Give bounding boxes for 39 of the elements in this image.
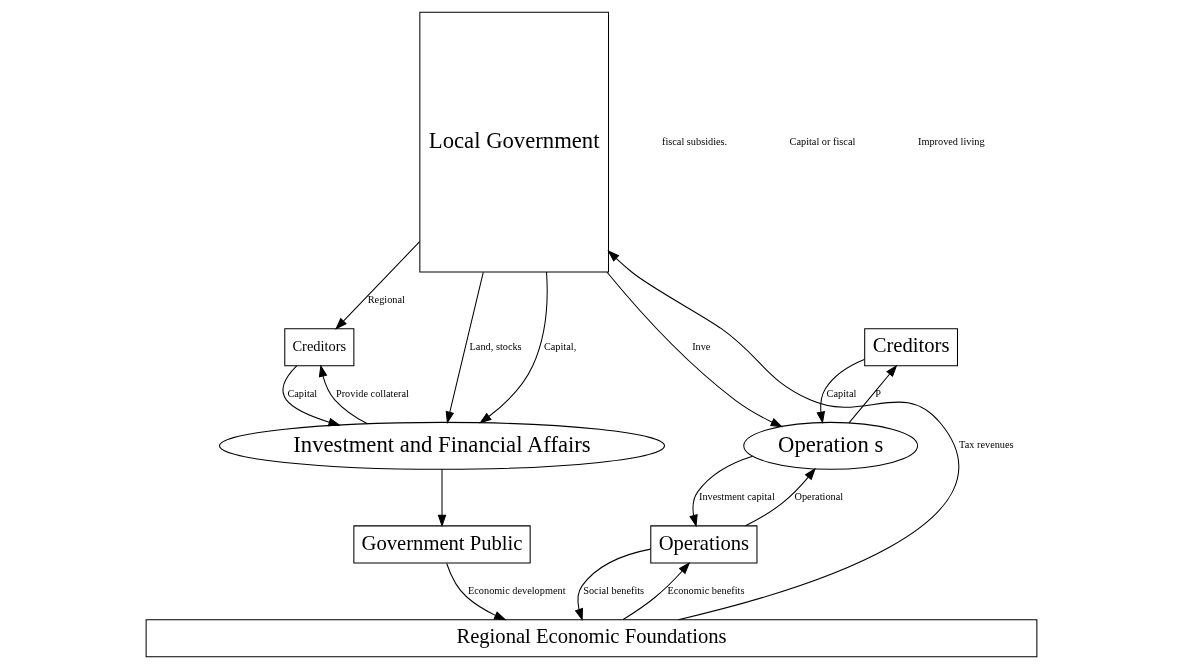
node-box: Government Public [353, 525, 531, 564]
arrow [848, 364, 898, 424]
node-box: Regional Economic Foundations [145, 619, 1038, 658]
node-box: Operations [650, 525, 758, 564]
edge-label: Land, stocks [469, 340, 522, 352]
edge-label: P [875, 387, 881, 399]
node-ellipse: Operation s [743, 421, 919, 470]
node-ellipse: Investment and Financial Affairs [218, 421, 666, 470]
edge-label: Capital [826, 387, 857, 399]
edge-label: Provide collateral [335, 387, 409, 399]
arrow [745, 467, 816, 527]
edge-label: Capital [287, 387, 318, 399]
arrow [335, 241, 421, 330]
edge-label: Inve [692, 340, 711, 352]
node-box: Creditors [864, 328, 958, 367]
arrow [622, 562, 691, 620]
arrow [479, 271, 548, 424]
edge-label: Operational [794, 491, 844, 503]
arrow [574, 548, 652, 621]
edge-label: Tax revenues [959, 439, 1014, 451]
arrow [437, 468, 447, 528]
node-box: Local Government [419, 11, 610, 273]
label: fiscal subsidies. [661, 135, 728, 147]
edge-label: Capital, [543, 340, 577, 352]
node-box: Creditors [284, 328, 355, 367]
edge-label: Regional [367, 293, 405, 305]
label: Capital or fiscal [789, 135, 856, 147]
label: Improved living [917, 135, 985, 147]
arrow [606, 271, 784, 428]
arrow [446, 562, 507, 621]
edge-label: Investment capital [698, 491, 775, 503]
arrow [689, 455, 754, 528]
edge-label: Economic development [468, 584, 566, 596]
edge-label: Economic benefits [667, 584, 745, 596]
arrow [282, 365, 341, 427]
arrow [318, 364, 368, 425]
edge-label: Social benefits [583, 584, 645, 596]
arrow [445, 271, 484, 424]
arrow [816, 358, 865, 424]
